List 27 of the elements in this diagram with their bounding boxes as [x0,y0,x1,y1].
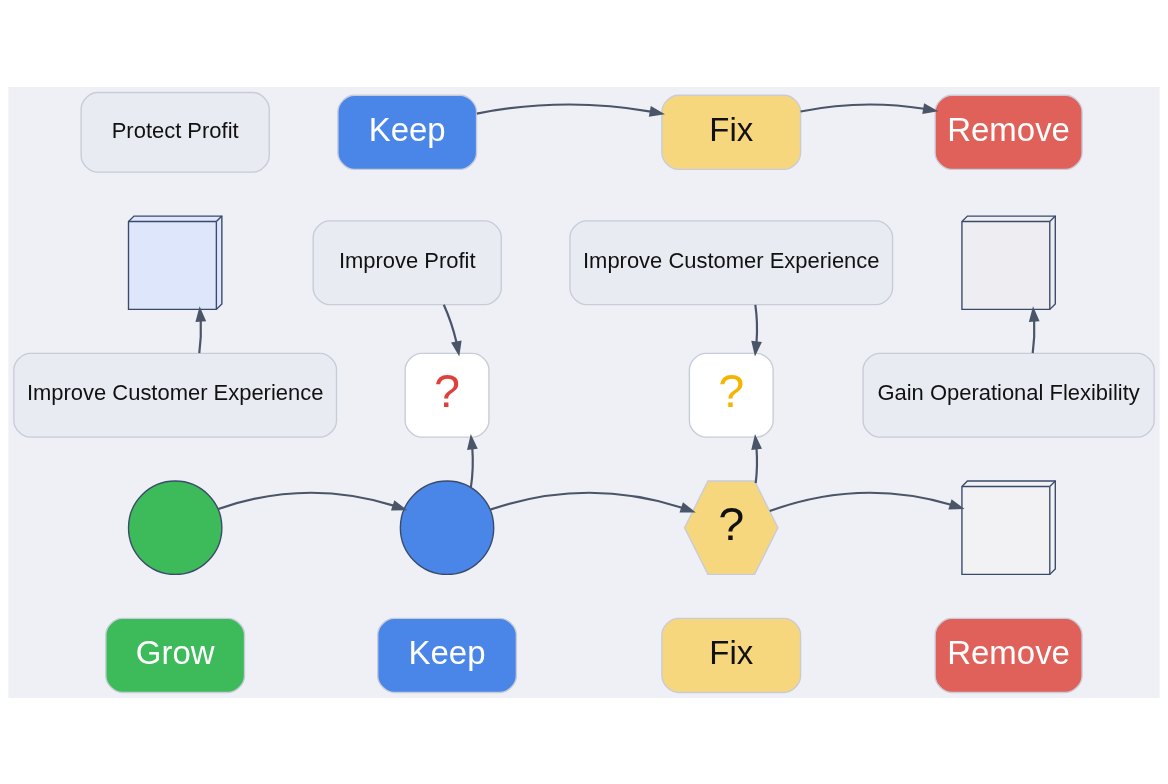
arrow [1028,305,1040,353]
arrow [442,303,462,357]
node-box: Gain Operational Flexibility [862,352,1155,438]
node-box: Protect Profit [80,91,270,173]
node-box: Remove [934,617,1083,693]
node-box: Keep [337,94,478,170]
node-box: Keep [377,617,518,693]
node-box: Fix [661,617,802,693]
arrow [800,102,939,114]
node-box: Grow [105,617,246,693]
node-box: Fix [661,94,802,170]
arrow [769,491,965,512]
arrow [467,433,478,487]
node-box: Improve Customer Experience [13,352,338,438]
node-box: Improve Customer Experience [569,219,894,305]
arrow [217,491,408,510]
arrow [490,491,696,512]
node-box: Remove [934,94,1083,170]
arrow [751,433,762,483]
arrow [476,102,665,117]
node-box: Improve Profit [312,219,502,305]
node-circle [127,479,223,575]
node-box: ? [688,352,774,438]
arrow [195,305,207,353]
arrow [751,304,762,357]
node-circle [399,479,495,575]
node-box: ? [404,352,490,438]
